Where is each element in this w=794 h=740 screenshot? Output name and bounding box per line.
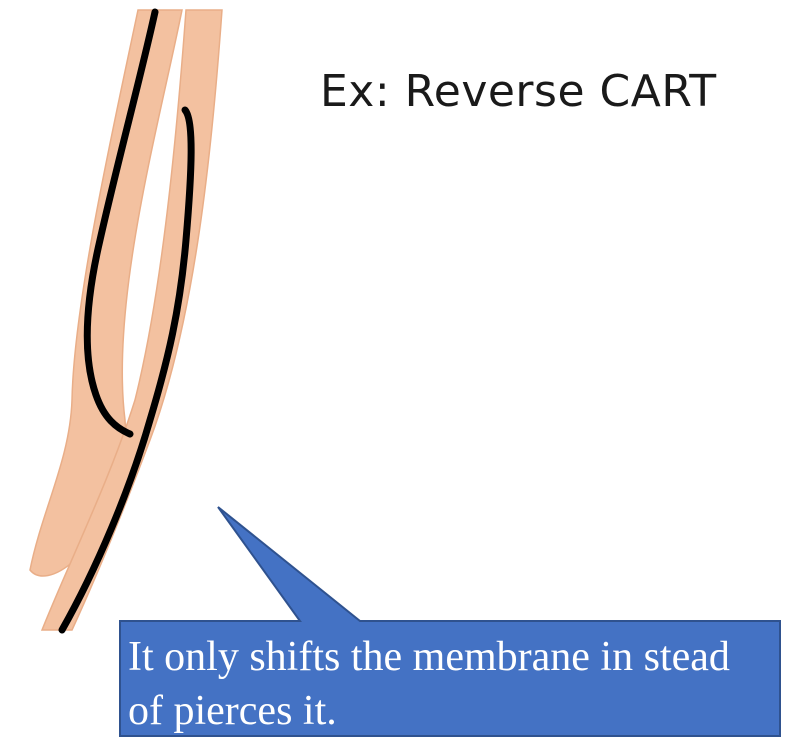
- callout-text: It only shifts the membrane in stead of …: [128, 630, 768, 738]
- slide-title: Ex: Reverse CART: [320, 66, 717, 117]
